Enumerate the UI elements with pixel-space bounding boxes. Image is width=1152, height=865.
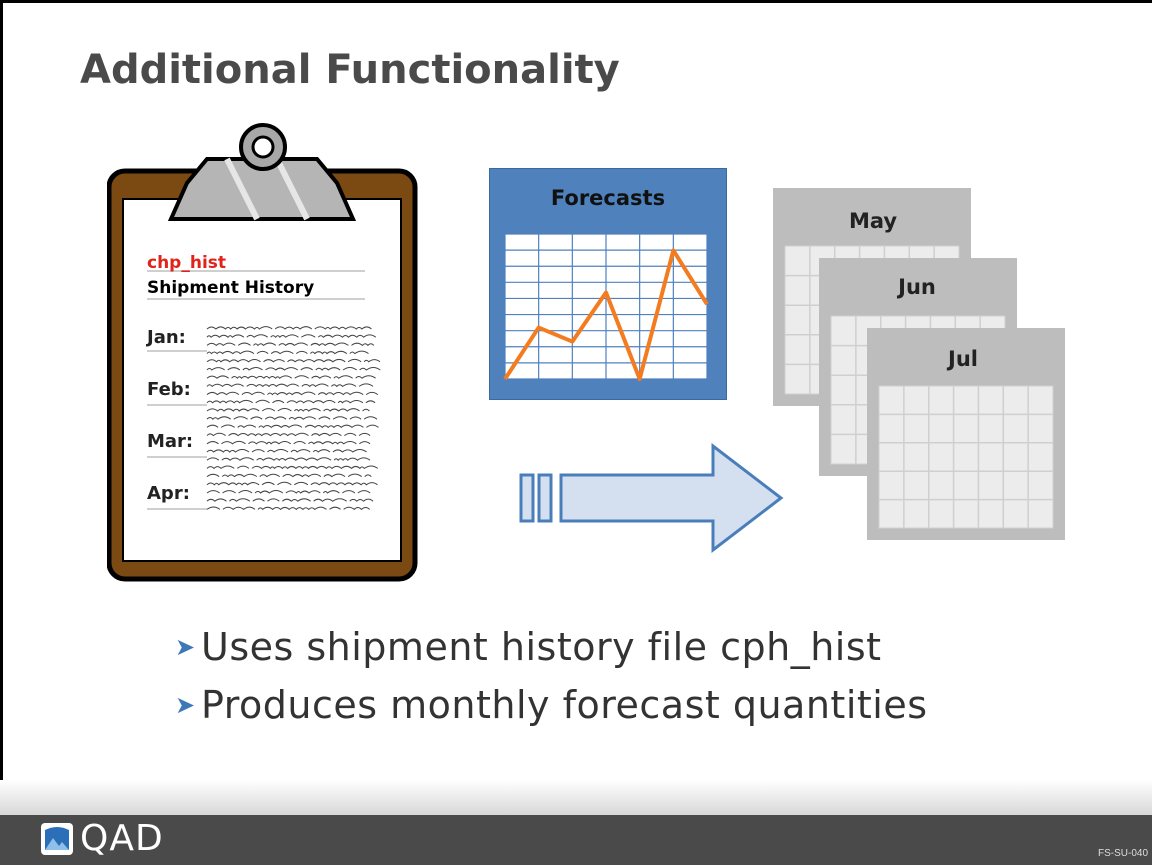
calendar-jul-label: Jul	[946, 347, 978, 371]
table-name-label: chp_hist	[147, 253, 226, 273]
slide-title: Additional Functionality	[80, 47, 620, 93]
forecast-line	[503, 248, 709, 381]
slide-code: FS-SU-040	[1097, 848, 1148, 859]
calendar-may-label: May	[849, 209, 897, 233]
block-arrow	[519, 443, 784, 553]
bullet-arrow-icon: ➤	[175, 633, 196, 661]
footer-bar	[0, 815, 1152, 865]
handwritten-notes	[207, 326, 383, 511]
bullet-arrow-icon: ➤	[175, 691, 196, 719]
shipment-history-heading: Shipment History	[147, 278, 314, 298]
forecast-label: Forecasts	[551, 186, 665, 210]
bullet-item: ➤Produces monthly forecast quantities	[175, 679, 928, 731]
bullet-list: ➤Uses shipment history file cph_hist ➤Pr…	[175, 621, 928, 737]
footer-fade	[0, 780, 1152, 818]
month-jan-label: Jan:	[145, 327, 186, 348]
bullet-text: Produces monthly forecast quantities	[201, 683, 928, 727]
forecast-chart: Forecasts	[489, 168, 727, 400]
bullet-text: Uses shipment history file cph_hist	[201, 625, 882, 669]
month-apr-label: Apr:	[147, 483, 190, 504]
calendar-stack: May Jun Jul	[773, 188, 1065, 540]
qad-logo-text: QAD	[80, 818, 164, 859]
clipboard-illustration: chp_hist Shipment History Jan: Feb: Mar:…	[107, 123, 418, 582]
qad-logo: QAD	[40, 818, 164, 859]
calendar-jun-label: Jun	[896, 275, 936, 299]
qad-logo-icon	[41, 822, 73, 855]
month-feb-label: Feb:	[147, 379, 191, 400]
month-mar-label: Mar:	[147, 431, 193, 452]
bullet-item: ➤Uses shipment history file cph_hist	[175, 621, 928, 673]
